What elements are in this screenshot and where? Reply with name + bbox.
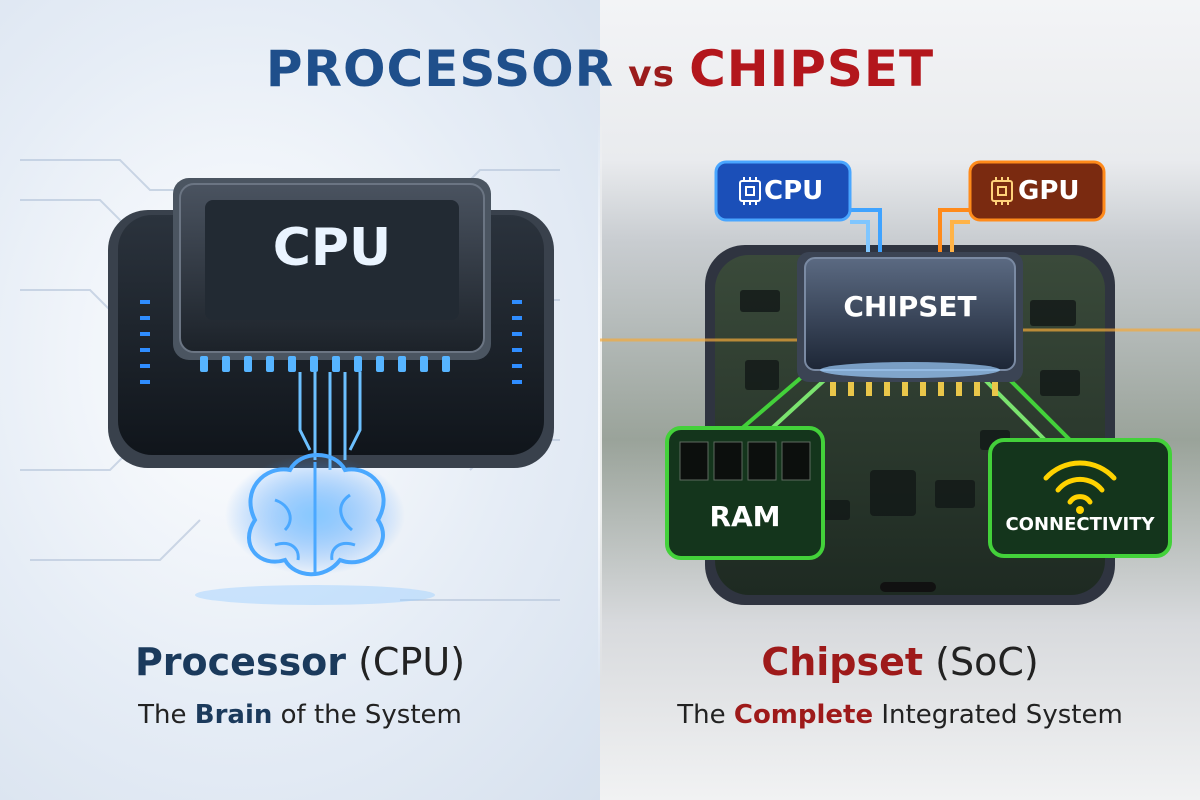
cpu-tag-label: CPU	[764, 176, 824, 206]
connectivity-label: CONNECTIVITY	[1005, 514, 1155, 535]
chipset-traces	[600, 208, 1200, 442]
brain-icon	[195, 453, 435, 605]
wifi-icon	[1043, 460, 1117, 505]
processor-sub-emph: Brain	[194, 700, 273, 730]
page-title: PROCESSOR vs CHIPSET	[0, 40, 1200, 98]
cpu-tag	[714, 160, 852, 222]
connectivity-module	[988, 438, 1172, 558]
chipset-heading-bold: Chipset	[761, 640, 924, 684]
chipset-heading: Chipset (SoC)	[600, 640, 1200, 684]
processor-subtitle: The Brain of the System	[0, 700, 600, 730]
title-right: CHIPSET	[689, 40, 935, 98]
processor-sub-before: The	[138, 700, 195, 730]
gpu-chip-icon	[991, 177, 1013, 205]
chipset-sub-before: The	[677, 700, 734, 730]
cpu-chip-icon	[739, 177, 761, 205]
gpu-tag	[968, 160, 1106, 222]
title-left: PROCESSOR	[265, 40, 615, 98]
ram-label: RAM	[709, 500, 781, 533]
cpu-board	[108, 178, 554, 470]
title-vs: vs	[628, 54, 676, 95]
chipset-heading-rest: (SoC)	[923, 640, 1039, 684]
processor-heading-rest: (CPU)	[346, 640, 466, 684]
ram-module	[665, 426, 825, 560]
ram-module-icon	[679, 441, 811, 481]
chipset-sub-after: Integrated System	[873, 700, 1123, 730]
processor-heading-bold: Processor	[134, 640, 347, 684]
chipset-sub-emph: Complete	[733, 700, 874, 730]
processor-sub-after: of the System	[272, 700, 462, 730]
center-divider	[598, 120, 602, 680]
gpu-tag-label: GPU	[1018, 176, 1080, 206]
chipset-chip-label: CHIPSET	[843, 290, 977, 323]
chipset-chip	[797, 252, 1023, 396]
cpu-chip-label: CPU	[272, 218, 392, 278]
chipset-subtitle: The Complete Integrated System	[600, 700, 1200, 730]
processor-heading: Processor (CPU)	[0, 640, 600, 684]
